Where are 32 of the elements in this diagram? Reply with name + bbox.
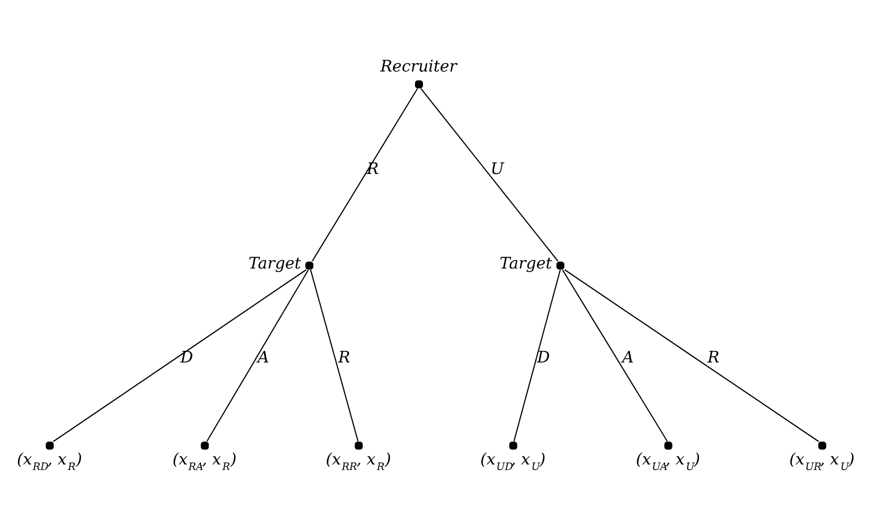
node-label: Target: [248, 254, 301, 273]
edge-label: U: [490, 158, 504, 178]
node-label: (x$_{UR}$, x$_{U}$): [789, 450, 855, 474]
connector: [52, 269, 307, 442]
node-label: Recruiter: [380, 56, 457, 76]
node-circle: [414, 80, 423, 88]
node-label: (x$_{UA}$, x$_{U}$): [636, 450, 700, 474]
edge-label: R: [708, 347, 720, 366]
node-label: Target: [500, 254, 552, 273]
connector: [562, 269, 668, 442]
node-circle: [818, 442, 826, 450]
connector: [564, 269, 819, 442]
edge-label: R: [338, 347, 350, 366]
node-label: (x$_{RR}$, x$_{R}$): [326, 450, 392, 474]
connector: [312, 88, 418, 262]
node-label: (x$_{RA}$, x$_{R}$): [172, 450, 237, 474]
edge-label: D: [537, 347, 550, 366]
node-circle: [200, 442, 209, 450]
edge-label: D: [180, 347, 194, 366]
edge-label: A: [258, 347, 270, 366]
node-circle: [556, 262, 564, 270]
connector: [420, 88, 558, 262]
node-circle: [664, 442, 672, 450]
connector: [310, 270, 359, 442]
node-circle: [46, 442, 54, 450]
node-circle: [354, 442, 363, 450]
node-circle: [305, 262, 314, 270]
edge-label: A: [622, 347, 634, 366]
connector: [206, 269, 309, 442]
node-label: (x$_{RD}$, x$_{R}$): [16, 450, 82, 474]
node-circle: [509, 442, 518, 450]
connector: [513, 270, 561, 442]
